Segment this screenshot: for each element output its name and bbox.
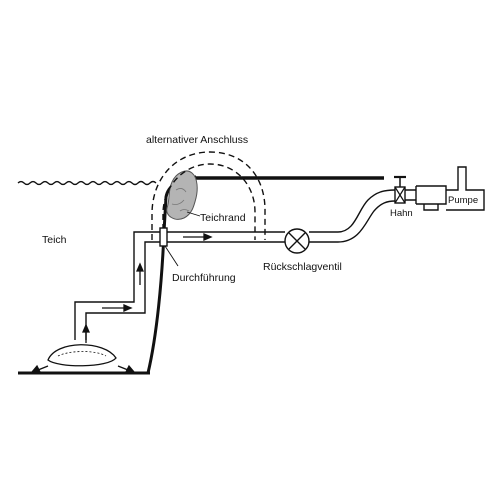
pond-edge-stone-cracks xyxy=(171,188,190,212)
pond-edge-label: Teichrand xyxy=(200,212,246,224)
flow-arrow-left-bottom-head xyxy=(30,364,42,373)
flow-arrow-right-main-head xyxy=(203,233,213,241)
pond-edge-leader xyxy=(186,211,201,217)
rising-pipe-upper xyxy=(309,189,396,233)
check-valve-cross xyxy=(288,232,306,250)
tap-label: Hahn xyxy=(390,208,413,219)
passthrough-fitting xyxy=(159,227,168,247)
tap-cross xyxy=(394,186,406,204)
alternative-pipe-outer xyxy=(151,151,266,240)
pump-body xyxy=(446,166,485,211)
flow-arrow-up-riser-head xyxy=(136,262,144,272)
filter-dome-shadow xyxy=(57,351,107,357)
pond-edge-stone xyxy=(166,170,198,220)
flow-arrow-left-bottom xyxy=(37,365,49,371)
pond-label: Teich xyxy=(42,234,67,246)
rising-pipe-lower xyxy=(309,200,396,243)
flow-arrow-right-bottom xyxy=(117,365,129,371)
alternative-connection-label: alternativer Anschluss xyxy=(146,134,248,146)
submerged-pipe-lower xyxy=(85,241,162,340)
pump-pipe xyxy=(405,185,447,211)
filter-dome xyxy=(47,344,117,367)
flow-arrows xyxy=(30,233,213,373)
flow-arrow-right-bottom-head xyxy=(124,364,136,373)
water-surface xyxy=(17,180,157,186)
passthrough-label: Durchführung xyxy=(172,272,236,284)
flow-arrow-right-lower-head xyxy=(123,304,133,312)
check-valve-label: Rückschlagventil xyxy=(263,261,342,273)
passthrough-leader xyxy=(164,245,179,267)
pump-label: Pumpe xyxy=(448,195,478,206)
flow-arrow-up-filter-head xyxy=(82,323,90,333)
alternative-pipe-inner xyxy=(162,163,256,240)
submerged-pipe-upper xyxy=(74,231,162,340)
